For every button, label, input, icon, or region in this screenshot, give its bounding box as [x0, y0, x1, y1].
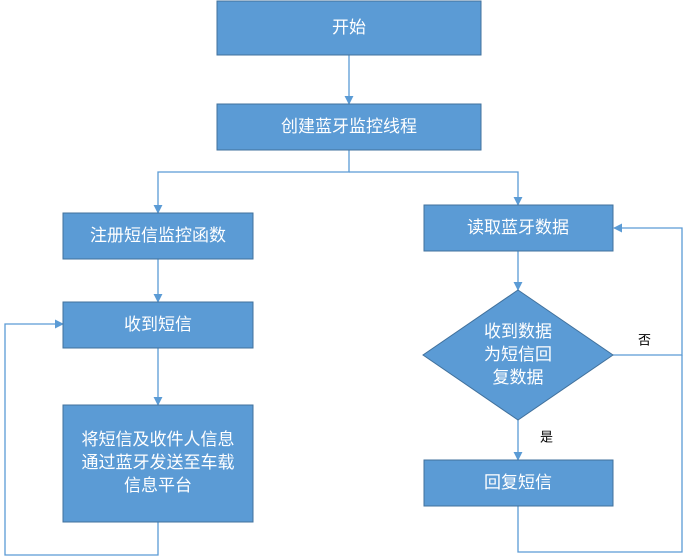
node-decision-line-3: 复数据	[493, 368, 544, 388]
node-read-bt-label: 读取蓝牙数据	[467, 218, 569, 238]
node-forward-sms-line-3: 信息平台	[124, 476, 192, 496]
node-decision: 收到数据 为短信回 复数据	[422, 289, 614, 421]
node-reply-sms-label: 回复短信	[484, 473, 552, 493]
edge-create-to-read	[349, 171, 523, 206]
edge-label-no: 否	[638, 334, 651, 349]
node-start: 开始	[216, 0, 482, 56]
node-receive-sms-label: 收到短信	[124, 315, 192, 335]
node-register-sms: 注册短信监控函数	[62, 212, 254, 260]
edge-create-to-register	[153, 150, 350, 214]
edge-label-yes: 是	[540, 431, 553, 446]
node-forward-sms-line-1: 将短信及收件人信息	[82, 430, 235, 450]
node-decision-line-1: 收到数据	[484, 322, 552, 342]
node-read-bt: 读取蓝牙数据	[423, 204, 614, 252]
node-create-thread: 创建蓝牙监控线程	[216, 103, 482, 151]
node-forward-sms: 将短信及收件人信息 通过蓝牙发送至车载 信息平台	[62, 404, 254, 523]
node-create-thread-label: 创建蓝牙监控线程	[281, 117, 417, 137]
edge-forward-loop-back	[4, 319, 159, 556]
node-start-label: 开始	[332, 18, 366, 38]
edge-reply-loop-back	[517, 355, 683, 553]
node-reply-sms: 回复短信	[423, 459, 614, 507]
node-receive-sms: 收到短信	[62, 301, 254, 349]
edges	[4, 55, 683, 556]
edge-decision-no	[613, 223, 683, 356]
node-register-sms-label: 注册短信监控函数	[90, 226, 226, 246]
node-decision-line-2: 为短信回	[484, 345, 552, 365]
node-forward-sms-line-2: 通过蓝牙发送至车载	[82, 453, 235, 473]
